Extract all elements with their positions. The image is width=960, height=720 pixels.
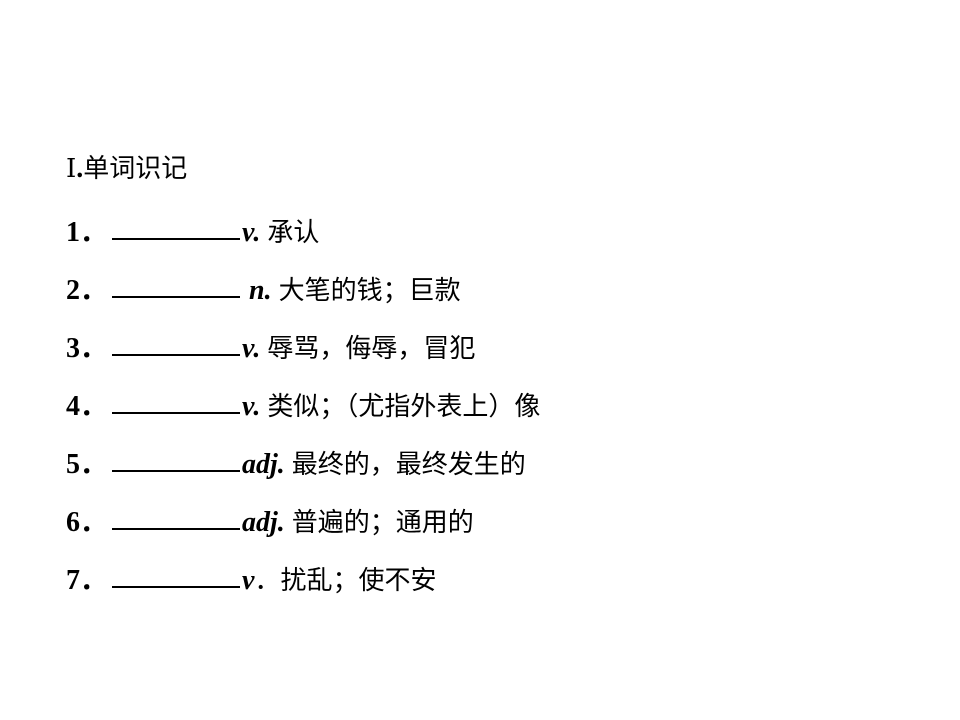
part-of-speech: v. — [242, 333, 261, 364]
vocab-item-2: 2． n. 大笔的钱；巨款 — [66, 267, 540, 325]
part-of-speech: v. — [242, 391, 261, 422]
item-number: 3． — [66, 333, 109, 364]
part-of-speech: v — [242, 565, 255, 596]
meaning: 辱骂，侮辱，冒犯 — [267, 334, 476, 364]
meaning: 普遍的；通用的 — [291, 508, 474, 538]
answer-blank[interactable] — [112, 440, 240, 472]
answer-blank[interactable] — [112, 208, 240, 240]
pos-gap — [272, 275, 279, 306]
meaning: 最终的，最终发生的 — [291, 450, 526, 480]
meaning: 类似；（尤指外表上）像 — [267, 392, 541, 422]
part-of-speech: n. — [249, 275, 272, 306]
vocab-item-7: 7． v．扰乱；使不安 — [66, 557, 540, 615]
part-of-speech: adj. — [242, 449, 285, 480]
part-of-speech: v. — [242, 217, 261, 248]
section-numeral: Ⅰ — [66, 154, 77, 184]
vocab-item-3: 3． v. 辱骂，侮辱，冒犯 — [66, 325, 540, 383]
item-number: 1． — [66, 217, 109, 248]
section-heading: Ⅰ.单词识记 — [66, 150, 187, 188]
vocab-item-1: 1． v. 承认 — [66, 209, 540, 267]
answer-blank[interactable] — [112, 324, 240, 356]
pos-lead — [242, 275, 249, 306]
answer-blank[interactable] — [112, 498, 240, 530]
item-number: 2． — [66, 275, 109, 306]
answer-blank[interactable] — [112, 382, 240, 414]
vocab-item-6: 6． adj. 普遍的；通用的 — [66, 499, 540, 557]
vocab-item-5: 5． adj. 最终的，最终发生的 — [66, 441, 540, 499]
meaning: 承认 — [267, 218, 320, 248]
pos-gap — [285, 507, 292, 538]
item-number: 6． — [66, 507, 109, 538]
answer-blank[interactable] — [112, 556, 240, 588]
meaning: 扰乱；使不安 — [280, 566, 437, 596]
pos-gap — [285, 449, 292, 480]
vocab-item-4: 4． v. 类似；（尤指外表上）像 — [66, 383, 540, 441]
section-title: 单词识记 — [83, 154, 188, 184]
section-separator: . — [76, 153, 84, 184]
vocabulary-list: 1． v. 承认 2． n. 大笔的钱；巨款 3． v. 辱骂，侮辱，冒犯 4． v.… — [66, 209, 540, 615]
item-number: 4． — [66, 391, 109, 422]
pos-gap: ． — [254, 566, 281, 596]
answer-blank[interactable] — [112, 266, 240, 298]
part-of-speech: adj. — [242, 507, 285, 538]
meaning: 大笔的钱；巨款 — [278, 276, 461, 306]
item-number: 7． — [66, 565, 109, 596]
item-number: 5． — [66, 449, 109, 480]
